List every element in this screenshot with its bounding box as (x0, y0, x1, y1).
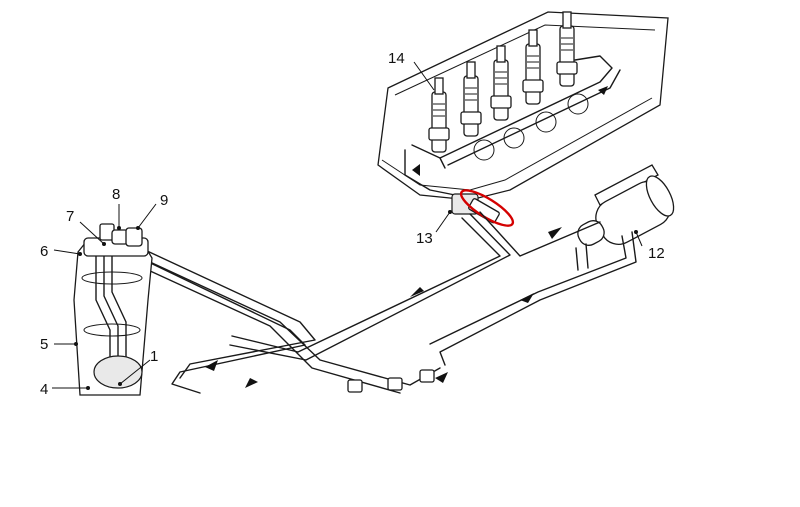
injector-1 (428, 77, 450, 153)
fuel-tank-module (73, 223, 153, 396)
injector-4 (522, 29, 544, 105)
crop-area (0, 396, 800, 507)
callout-5: 5 (40, 336, 48, 353)
cylinder-head (377, 11, 669, 201)
injectors (428, 11, 578, 153)
flow-arrows (205, 227, 562, 388)
flow-arrow (435, 372, 448, 383)
callout-12: 12 (648, 245, 665, 262)
highlight-ring (459, 189, 515, 227)
flow-arrow (205, 360, 218, 371)
component-12-fuel-cooler (575, 164, 675, 271)
flow-arrow (548, 227, 562, 239)
callout-13: 13 (416, 230, 433, 247)
callout-labels: 14 13 12 9 8 7 6 5 4 1 (40, 50, 665, 398)
fuel-lines (139, 211, 637, 394)
flow-arrow (598, 86, 608, 95)
injector-5 (556, 11, 578, 87)
callout-1: 1 (150, 348, 158, 365)
flow-arrow (520, 293, 534, 303)
callout-7: 7 (66, 208, 74, 225)
component-13-sensor (451, 189, 515, 227)
callout-4: 4 (40, 381, 48, 398)
callout-8: 8 (112, 186, 120, 203)
injector-2 (460, 61, 482, 137)
flow-arrow (410, 287, 424, 297)
flow-arrow (412, 164, 420, 176)
callout-9: 9 (160, 192, 168, 209)
callout-leaders (52, 61, 643, 390)
flow-arrow (245, 378, 258, 388)
injector-3 (490, 45, 512, 121)
callout-6: 6 (40, 243, 48, 260)
injector-leak-off-rail (404, 55, 621, 196)
callout-14: 14 (388, 50, 405, 67)
